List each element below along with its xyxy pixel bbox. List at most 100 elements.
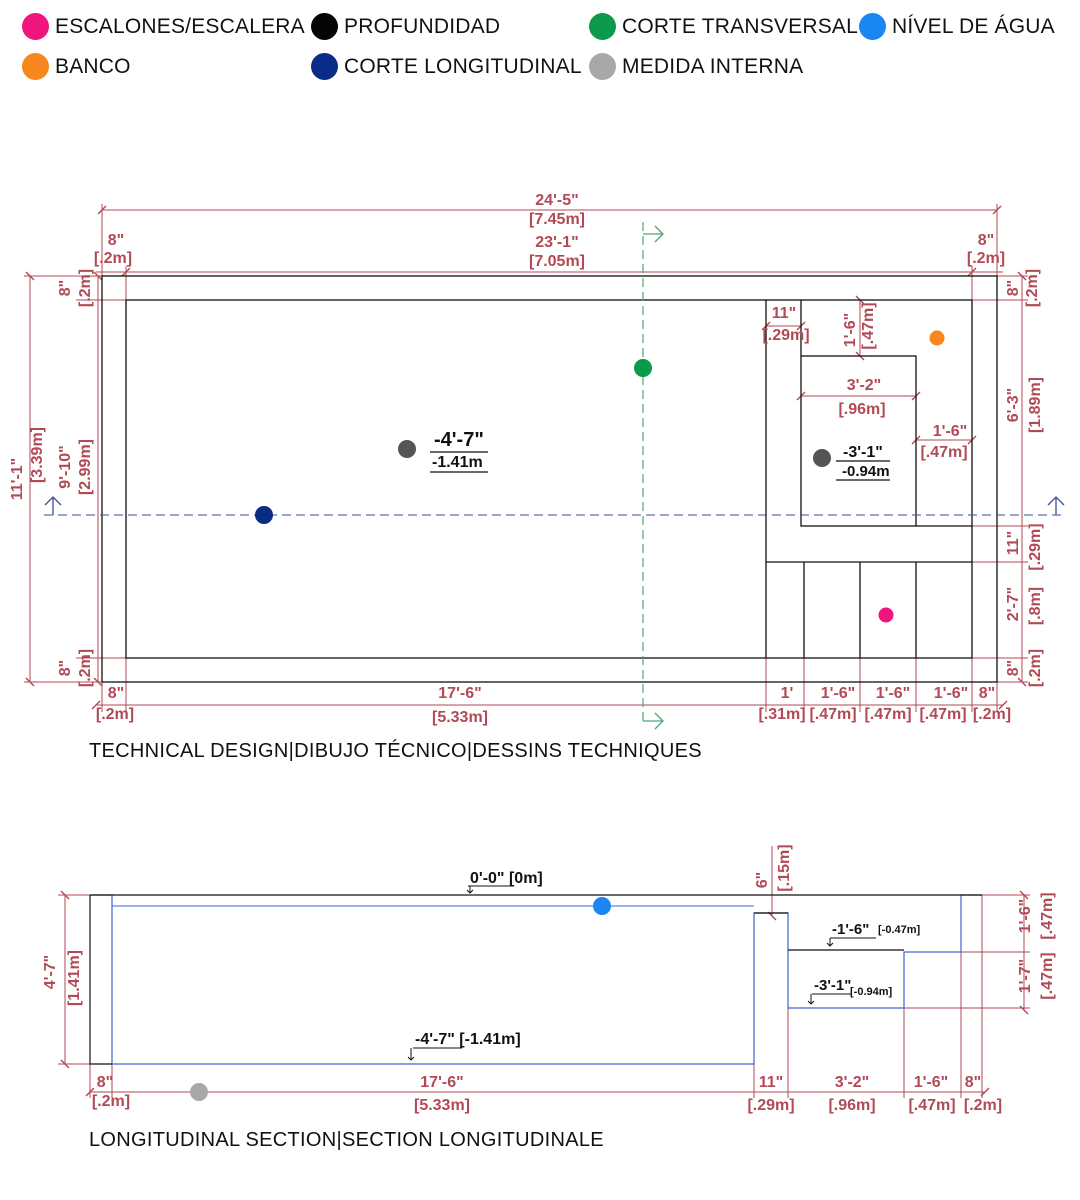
transversal-cut-arrows bbox=[643, 225, 664, 730]
dim-bench-length-m: [1.89m] bbox=[1027, 377, 1044, 433]
marker-corte-transversal bbox=[634, 359, 652, 377]
plan-main-depth-ft: -4'-7" bbox=[434, 429, 484, 451]
legend-label: ESCALONES/ESCALERA bbox=[55, 14, 305, 38]
section-level-step1-m: [-0.47m] bbox=[878, 924, 921, 936]
marker-medida-interna bbox=[190, 1083, 208, 1101]
marker-depth-bench bbox=[813, 449, 831, 467]
sec-step-m: [.47m] bbox=[908, 1097, 955, 1114]
legend-item-profundidad: PROFUNDIDAD bbox=[311, 13, 500, 40]
dim-wall-left-top-m: [.2m] bbox=[77, 269, 94, 307]
legend-item-nivel-agua: NÍVEL DE ÁGUA bbox=[859, 13, 1055, 40]
dim-bench-gap-m: [.29m] bbox=[762, 327, 809, 344]
section-view: 0'-0" [0m] -1'-6" [-0.47m] -3'-1" [-0.94… bbox=[42, 844, 1056, 1151]
dim-step1-m: [.31m] bbox=[758, 706, 805, 723]
dim-step4-m: [.47m] bbox=[919, 706, 966, 723]
dim-wall-left-bottom-m: [.2m] bbox=[77, 649, 94, 687]
sec-right-1-7-ft: 1'-7" bbox=[1017, 959, 1034, 994]
sec-wall-right-ft: 8" bbox=[965, 1074, 981, 1091]
dim-total-width-ft: 24'-5" bbox=[535, 192, 578, 209]
sec-main-length-ft: 17'-6" bbox=[420, 1074, 463, 1091]
dim-total-length-ft: 11'-1" bbox=[9, 458, 26, 501]
section-level-bottom: -4'-7" [-1.41m] bbox=[415, 1031, 521, 1048]
legend-item-medida-interna: MEDIDA INTERNA bbox=[589, 53, 803, 80]
dim-wall-left-bottom-ft: 8" bbox=[57, 660, 74, 676]
section-level-step2-ft: -3'-1" bbox=[814, 977, 851, 994]
dim-step3-ft: 1'-6" bbox=[876, 685, 911, 702]
marker-depth-main bbox=[398, 440, 416, 458]
dim-wall-right-bottom-m: [.2m] bbox=[1027, 649, 1044, 687]
dim-wall-right-top-m: [.2m] bbox=[1024, 269, 1041, 307]
section-profile-inner bbox=[90, 894, 982, 1065]
sec-right-1-6-m: [.47m] bbox=[1039, 892, 1056, 939]
dim-wall-bottom-left-m: [.2m] bbox=[96, 706, 134, 723]
sec-bench-ft: 3'-2" bbox=[835, 1074, 870, 1091]
dim-total-length-m: [3.39m] bbox=[29, 427, 46, 483]
level-arrow-icons bbox=[407, 886, 834, 1061]
dim-wall-top-right-m: [.2m] bbox=[967, 250, 1005, 267]
sec-wall-left-m: [.2m] bbox=[92, 1093, 130, 1110]
pool-inner-edge bbox=[125, 299, 973, 659]
dim-main-length-m: [5.33m] bbox=[432, 709, 488, 726]
dim-wall-bottom-right-ft: 8" bbox=[979, 685, 995, 702]
dim-inner-width-m: [7.05m] bbox=[529, 253, 585, 270]
legend-item-corte-longitudinal: CORTE LONGITUDINAL bbox=[311, 53, 582, 80]
sec-wall-right-m: [.2m] bbox=[964, 1097, 1002, 1114]
dim-bench-width-ft: 3'-2" bbox=[847, 377, 882, 394]
legend-dot-orange bbox=[22, 53, 49, 80]
dim-bench-length-ft: 6'-3" bbox=[1005, 388, 1022, 423]
dim-main-length-ft: 17'-6" bbox=[438, 685, 481, 702]
dim-bench-side-m: [.47m] bbox=[920, 444, 967, 461]
sec-right-1-7-m: [.47m] bbox=[1039, 952, 1056, 999]
legend-item-banco: BANCO bbox=[22, 53, 131, 80]
legend-label: BANCO bbox=[55, 54, 131, 78]
plan-dimension-labels: 24'-5" [7.45m] 23'-1" [7.05m] 8" [.2m] 8… bbox=[9, 192, 1044, 726]
legend: ESCALONES/ESCALERA PROFUNDIDAD CORTE TRA… bbox=[0, 0, 1080, 100]
dim-steps-ft: 2'-7" bbox=[1005, 587, 1022, 622]
dim-wall-right-top-ft: 8" bbox=[1005, 280, 1022, 296]
dim-step2-ft: 1'-6" bbox=[821, 685, 856, 702]
plan-view: -4'-7" -1.41m -3'-1" -0.94m 24'-5" [7.45… bbox=[9, 192, 1065, 762]
plan-caption: TECHNICAL DESIGN|DIBUJO TÉCNICO|DESSINS … bbox=[89, 739, 702, 762]
plan-outlines bbox=[101, 275, 998, 683]
dim-wall-top-right-ft: 8" bbox=[978, 232, 994, 249]
plan-dimension-lines bbox=[24, 204, 1028, 712]
section-caption: LONGITUDINAL SECTION|SECTION LONGITUDINA… bbox=[89, 1129, 604, 1151]
dim-wall-left-top-ft: 8" bbox=[57, 280, 74, 296]
marker-nivel-agua bbox=[593, 897, 611, 915]
dim-right-11in-m: [.29m] bbox=[1027, 523, 1044, 570]
dim-total-width-m: [7.45m] bbox=[529, 211, 585, 228]
dim-bench-top-m: [.47m] bbox=[860, 302, 877, 349]
section-level-top: 0'-0" [0m] bbox=[470, 870, 543, 887]
section-dimension-labels: 4'-7" [1.41m] 6" [.15m] 1'-6" [.47m] 1'-… bbox=[42, 844, 1056, 1114]
dim-bench-width-m: [.96m] bbox=[838, 401, 885, 418]
sec-main-length-m: [5.33m] bbox=[414, 1097, 470, 1114]
sec-bench-m: [.96m] bbox=[828, 1097, 875, 1114]
pool-outer-wall bbox=[101, 275, 998, 683]
marker-corte-longitudinal bbox=[255, 506, 273, 524]
plan-bench-depth-m: -0.94m bbox=[842, 463, 890, 480]
plan-main-depth-m: -1.41m bbox=[432, 454, 483, 471]
dim-step1-ft: 1' bbox=[781, 685, 794, 702]
dim-wall-top-left-ft: 8" bbox=[108, 232, 124, 249]
dim-step4-ft: 1'-6" bbox=[934, 685, 969, 702]
sec-step-ft: 1'-6" bbox=[914, 1074, 949, 1091]
sec-11in-ft: 11" bbox=[759, 1074, 784, 1091]
marker-escalones bbox=[878, 607, 894, 623]
legend-dot-blue bbox=[859, 13, 886, 40]
sec-6in-ft: 6" bbox=[754, 872, 771, 888]
dim-bench-top-ft: 1'-6" bbox=[842, 313, 859, 348]
legend-label: NÍVEL DE ÁGUA bbox=[892, 14, 1055, 38]
legend-item-corte-transversal: CORTE TRANSVERSAL bbox=[589, 13, 858, 40]
longitudinal-cut-arrows bbox=[44, 496, 1065, 515]
bench-area bbox=[800, 355, 917, 527]
legend-label: MEDIDA INTERNA bbox=[622, 54, 804, 78]
legend-dot-green bbox=[589, 13, 616, 40]
dim-inner-length-ft: 9'-10" bbox=[57, 445, 74, 488]
marker-banco bbox=[929, 330, 945, 346]
dim-wall-bottom-right-m: [.2m] bbox=[973, 706, 1011, 723]
section-dimension-lines bbox=[58, 846, 1030, 1098]
legend-label: PROFUNDIDAD bbox=[344, 14, 501, 38]
legend-dot-grey bbox=[589, 53, 616, 80]
sec-depth-m: [1.41m] bbox=[66, 950, 83, 1006]
